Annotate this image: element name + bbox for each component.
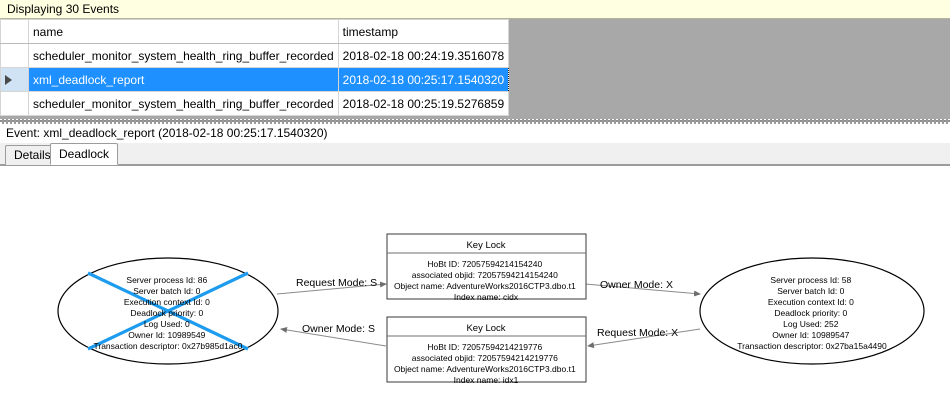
tab-deadlock[interactable]: Deadlock: [50, 143, 119, 165]
events-banner: Displaying 30 Events: [0, 0, 950, 19]
row-selector-cell[interactable]: [0, 67, 29, 92]
tab-details[interactable]: Details: [5, 145, 60, 165]
cell-name[interactable]: xml_deadlock_report: [28, 67, 339, 92]
keylock-bottom-title: Key Lock: [466, 323, 505, 334]
row-selector-header: [0, 19, 29, 44]
process-left-text: Server process Id: 86 Server batch Id: 0…: [94, 275, 243, 351]
resource-node-keylock-top[interactable]: Key Lock HoBt ID: 72057594214154240 asso…: [386, 233, 587, 302]
edge-bottom-owner-left: Owner Mode: S: [280, 323, 387, 347]
edge-label: Request Mode: X: [597, 327, 678, 339]
row-selector-cell[interactable]: [0, 43, 29, 68]
process-node-left[interactable]: Server process Id: 86 Server batch Id: 0…: [57, 257, 279, 365]
cell-timestamp[interactable]: 2018-02-18 00:25:17.1540320: [337, 67, 510, 92]
column-header-name[interactable]: name: [28, 19, 339, 44]
current-row-arrow-icon: [5, 74, 12, 85]
keylock-bottom-text: HoBt ID: 72057594214219776 associated ob…: [394, 342, 578, 385]
cell-name[interactable]: scheduler_monitor_system_health_ring_buf…: [28, 43, 339, 68]
edge-left-request-top: Request Mode: S: [276, 277, 387, 295]
process-node-right[interactable]: Server process Id: 58 Server batch Id: 0…: [699, 257, 925, 365]
deadlock-graph-pane[interactable]: Request Mode: S Owner Mode: X Owner Mode…: [0, 165, 950, 400]
edge-top-owner-right: Owner Mode: X: [584, 279, 701, 297]
process-right-text: Server process Id: 58 Server batch Id: 0…: [737, 275, 887, 351]
row-selector-cell[interactable]: [0, 91, 29, 116]
cell-timestamp[interactable]: 2018-02-18 00:24:19.3516078: [337, 43, 510, 68]
horizontal-splitter[interactable]: [0, 119, 950, 124]
grid-header-row: name timestamp: [0, 19, 510, 44]
edge-label: Request Mode: S: [296, 277, 377, 289]
resource-node-keylock-bottom[interactable]: Key Lock HoBt ID: 72057594214219776 asso…: [386, 316, 587, 385]
keylock-top-text: HoBt ID: 72057594214154240 associated ob…: [394, 259, 578, 302]
cell-name[interactable]: scheduler_monitor_system_health_ring_buf…: [28, 91, 339, 116]
events-grid[interactable]: name timestamp scheduler_monitor_system_…: [0, 19, 510, 116]
table-row[interactable]: scheduler_monitor_system_health_ring_buf…: [0, 43, 510, 68]
tabstrip: Details Deadlock: [0, 143, 950, 165]
deadlock-graph-svg[interactable]: Request Mode: S Owner Mode: X Owner Mode…: [0, 166, 950, 400]
event-caption-label: Event: xml_deadlock_report (2018-02-18 0…: [6, 126, 328, 140]
events-banner-label: Displaying 30 Events: [7, 2, 120, 16]
keylock-top-title: Key Lock: [466, 240, 505, 251]
tabstrip-baseline: [0, 164, 950, 165]
edge-label: Owner Mode: X: [600, 279, 673, 291]
edge-label: Owner Mode: S: [302, 323, 375, 335]
events-grid-panel: name timestamp scheduler_monitor_system_…: [0, 19, 950, 119]
victim-cross-icon: [87, 271, 249, 351]
table-row[interactable]: scheduler_monitor_system_health_ring_buf…: [0, 91, 510, 116]
cell-timestamp[interactable]: 2018-02-18 00:25:19.5276859: [337, 91, 510, 116]
edge-right-request-bottom: Request Mode: X: [587, 327, 701, 349]
event-caption-bar: Event: xml_deadlock_report (2018-02-18 0…: [0, 124, 950, 143]
table-row[interactable]: xml_deadlock_report 2018-02-18 00:25:17.…: [0, 67, 510, 92]
column-header-timestamp[interactable]: timestamp: [337, 19, 510, 44]
